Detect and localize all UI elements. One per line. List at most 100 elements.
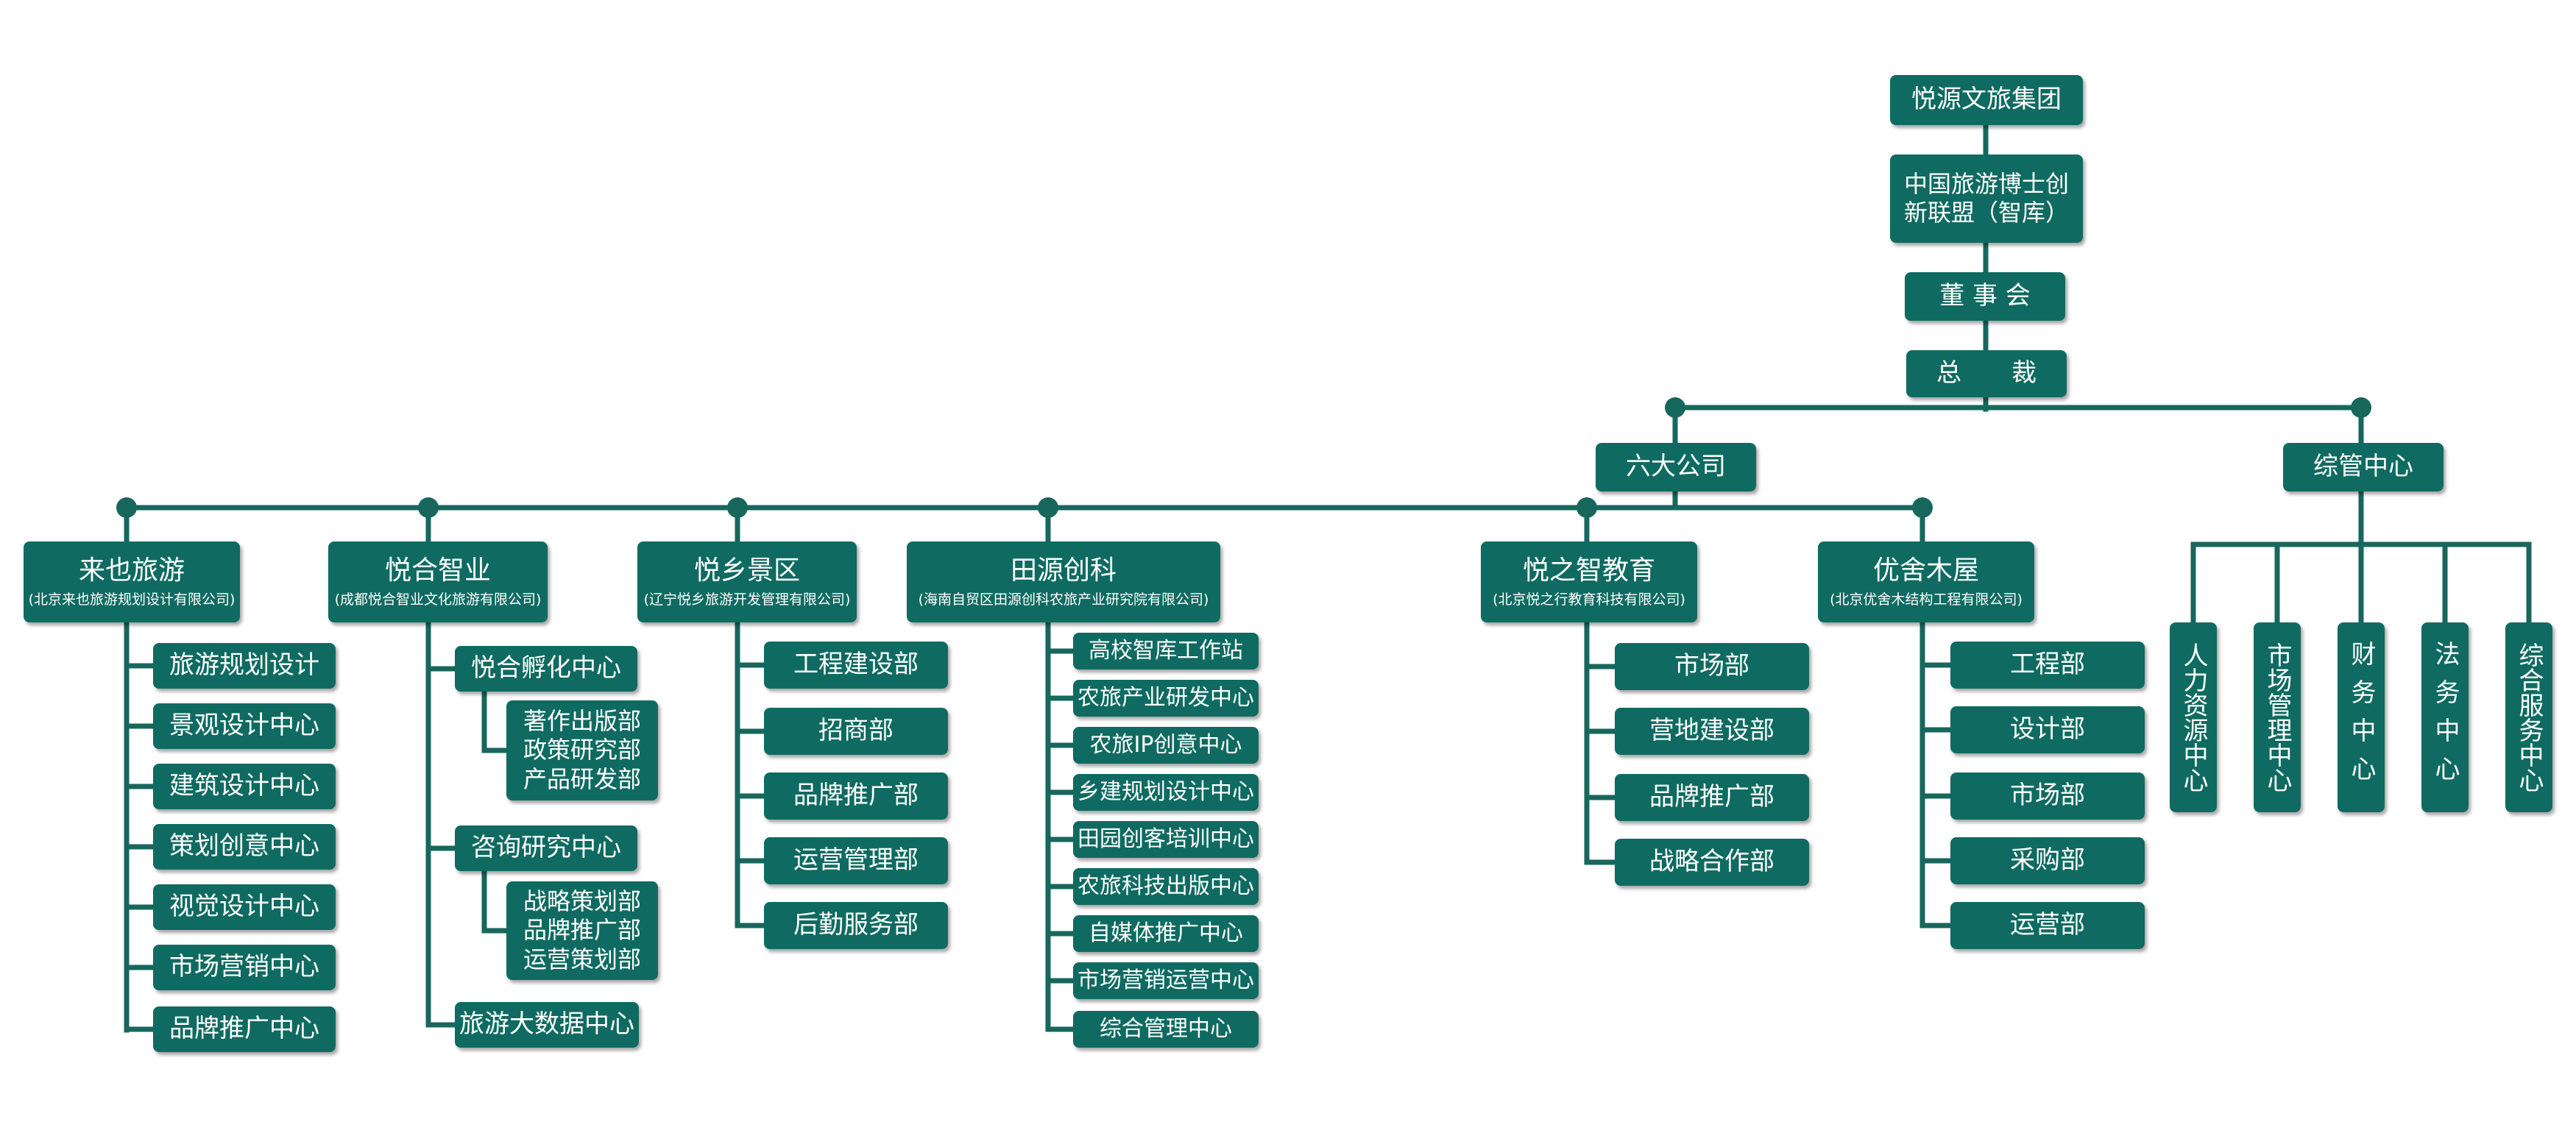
company-legal-name: (辽宁悦乡旅游开发管理有限公司) (643, 592, 851, 608)
company-legal-name: (北京悦之行教育科技有限公司) (1493, 592, 1685, 608)
dept-box: 运营管理部 (764, 837, 948, 884)
sub-dept-group: 著作出版部 政策研究部 产品研发部 (506, 700, 658, 800)
six-companies-box: 六大公司 (1596, 443, 1756, 491)
dept-box: 战略合作部 (1615, 839, 1809, 886)
junction-dot (1912, 497, 1933, 518)
dept-label: 农旅科技出版中心 (1078, 873, 1254, 899)
dept-box: 景观设计中心 (153, 703, 336, 749)
company-name: 悦乡景区 (693, 555, 800, 586)
dept-box: 市场营销运营中心 (1073, 962, 1259, 999)
dept-box: 视觉设计中心 (153, 884, 336, 930)
dept-label: 视觉设计中心 (169, 892, 319, 922)
company-legal-name: (北京来也旅游规划设计有限公司) (28, 592, 236, 608)
dept-label: 景观设计中心 (169, 711, 319, 741)
dept-label: 市场部 (1674, 651, 1749, 681)
president-label: 总 裁 (1936, 358, 2037, 388)
dept-label: 品牌推广中心 (169, 1014, 319, 1044)
junction-dot (1038, 497, 1058, 518)
group-box: 悦源文旅集团 (1890, 75, 2083, 125)
sub-dept-label: 政策研究部 (523, 736, 641, 764)
group-label: 悦源文旅集团 (1911, 85, 2062, 115)
company-box-laiye: 来也旅游 (北京来也旅游规划设计有限公司) (24, 541, 240, 622)
junction-dot (2351, 397, 2371, 418)
dept-box: 自媒体推广中心 (1073, 915, 1259, 952)
junction-dot (116, 497, 137, 518)
dept-label: 农旅产业研发中心 (1078, 684, 1254, 711)
dept-label: 综合管理中心 (1100, 1015, 1232, 1042)
dept-label: 品牌推广部 (793, 781, 919, 811)
admin-dept-label: 财务中心 (2346, 641, 2377, 794)
center-box: 悦合孵化中心 (455, 646, 637, 692)
center-box: 旅游大数据中心 (455, 1002, 639, 1048)
dept-box: 品牌推广部 (764, 772, 948, 820)
company-box-yuehe: 悦合智业 (成都悦合智业文化旅游有限公司) (328, 541, 548, 622)
sub-dept-label: 战略策划部 (523, 887, 641, 916)
dept-label: 自媒体推广中心 (1089, 920, 1243, 946)
dept-box: 采购部 (1950, 837, 2145, 884)
dept-box: 设计部 (1950, 706, 2145, 753)
dept-box: 高校智库工作站 (1073, 633, 1259, 670)
sub-dept-label: 运营策划部 (523, 945, 641, 973)
sub-dept-label: 著作出版部 (523, 707, 641, 736)
sub-dept-label: 产品研发部 (523, 764, 641, 793)
company-legal-name: (海南自贸区田源创科农旅产业研究院有限公司) (918, 592, 1209, 608)
dept-label: 品牌推广部 (1649, 782, 1774, 812)
dept-box: 品牌推广部 (1615, 774, 1809, 821)
admin-dept-box: 综合服务中心 (2505, 622, 2552, 812)
sub-dept-group: 战略策划部 品牌推广部 运营策划部 (506, 881, 658, 980)
center-label: 咨询研究中心 (471, 833, 621, 863)
admin-dept-label: 法务中心 (2430, 641, 2460, 794)
center-label: 旅游大数据中心 (459, 1009, 634, 1040)
sub-dept-label: 品牌推广部 (523, 916, 641, 945)
center-label: 悦合孵化中心 (471, 653, 621, 683)
admin-dept-label: 市场管理中心 (2262, 642, 2293, 792)
dept-label: 农旅IP创意中心 (1089, 731, 1242, 758)
president-box: 总 裁 (1906, 350, 2067, 397)
dept-box: 营地建设部 (1615, 708, 1809, 755)
dept-box: 运营部 (1950, 902, 2145, 949)
dept-box: 市场部 (1615, 643, 1809, 690)
dept-label: 乡建规划设计中心 (1078, 778, 1254, 805)
company-name: 悦之智教育 (1522, 555, 1655, 586)
company-name: 田源创科 (1010, 555, 1117, 586)
dept-box: 农旅IP创意中心 (1073, 727, 1259, 764)
six-companies-label: 六大公司 (1626, 452, 1726, 482)
admin-center-label: 综管中心 (2313, 452, 2413, 482)
dept-box: 农旅科技出版中心 (1073, 868, 1259, 905)
company-box-yuexiang: 悦乡景区 (辽宁悦乡旅游开发管理有限公司) (637, 541, 857, 622)
company-box-youshe: 优舍木屋 (北京优舍木结构工程有限公司) (1818, 541, 2034, 622)
admin-dept-box: 人力资源中心 (2170, 622, 2217, 812)
dept-box: 乡建规划设计中心 (1073, 774, 1259, 811)
junction-dot (727, 497, 748, 518)
company-box-tianyuan: 田源创科 (海南自贸区田源创科农旅产业研究院有限公司) (907, 541, 1220, 622)
dept-label: 市场部 (2010, 781, 2085, 811)
company-name: 来也旅游 (78, 555, 185, 586)
company-legal-name: (北京优舍木结构工程有限公司) (1830, 592, 2023, 608)
dept-label: 招商部 (818, 716, 894, 746)
center-box: 咨询研究中心 (455, 825, 637, 871)
thinktank-label: 中国旅游博士创新联盟（智库） (1903, 169, 2069, 227)
dept-box: 后勤服务部 (764, 902, 948, 949)
admin-dept-box: 市场管理中心 (2254, 622, 2301, 812)
dept-label: 工程建设部 (793, 650, 919, 680)
junction-dot (1665, 397, 1685, 418)
dept-box: 市场部 (1950, 772, 2145, 820)
dept-label: 运营管理部 (793, 845, 919, 876)
dept-box: 品牌推广中心 (153, 1006, 336, 1052)
dept-label: 市场营销运营中心 (1078, 967, 1254, 993)
junction-dot (1577, 497, 1597, 518)
dept-label: 工程部 (2010, 650, 2085, 680)
dept-label: 营地建设部 (1649, 716, 1774, 746)
company-legal-name: (成都悦合智业文化旅游有限公司) (334, 592, 542, 608)
dept-box: 市场营销中心 (153, 945, 336, 990)
dept-label: 旅游规划设计 (169, 650, 319, 681)
dept-label: 后勤服务部 (793, 910, 919, 940)
dept-label: 策划创意中心 (169, 831, 319, 862)
dept-label: 运营部 (2010, 910, 2085, 940)
dept-label: 高校智库工作站 (1089, 637, 1243, 664)
dept-box: 策划创意中心 (153, 824, 336, 870)
admin-dept-box: 法务中心 (2421, 622, 2469, 812)
dept-label: 田园创客培训中心 (1078, 825, 1254, 852)
